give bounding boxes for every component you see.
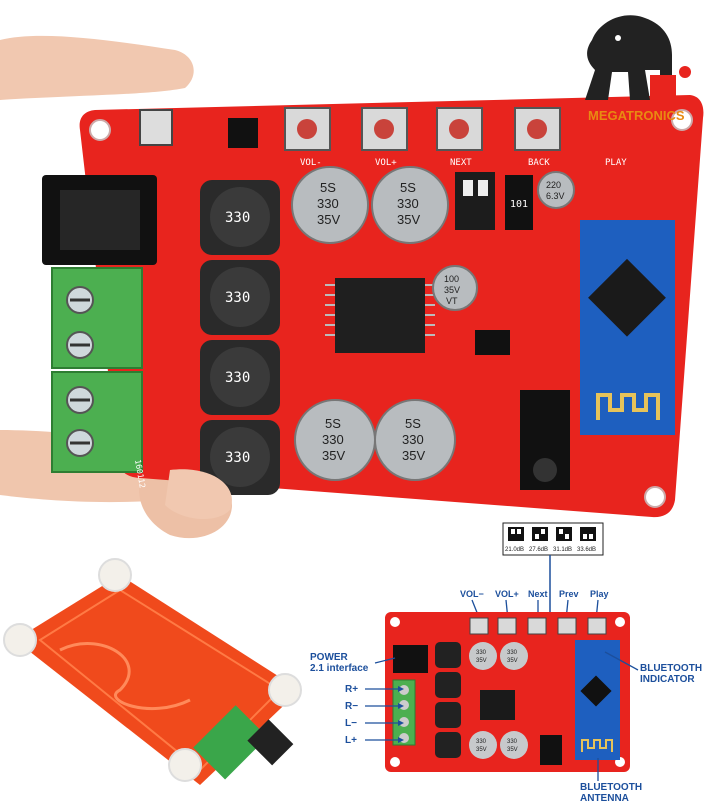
inductor-label-1: 330: [225, 210, 250, 226]
cap-100: [432, 265, 478, 311]
label-l-minus: L−: [345, 718, 357, 729]
electrolytic-capacitors-bottom: 5S 330 35V 5S 330 35V: [294, 399, 456, 481]
megatronics-logo: MEGATRONICS: [585, 15, 691, 123]
cap4-line2: 330: [402, 432, 424, 447]
thumb-tip: [165, 469, 232, 520]
brand-name: MEGATRONICS: [588, 108, 685, 123]
amplifier-ic: [335, 278, 425, 353]
annotated-diagram: 21.0dB 27.6dB 31.1dB 33.6dB VOL− VOL+ Ne…: [310, 522, 702, 804]
dcap4-b: 35V: [507, 747, 518, 753]
label-r-plus: R+: [345, 684, 358, 695]
label-bt-antenna-2: ANTENNA: [580, 793, 629, 804]
board-back-photo: [3, 558, 302, 785]
cap1-line1: 5S: [320, 180, 336, 195]
silk-vol-plus: VOL+: [375, 158, 397, 168]
dcap1-b: 35V: [476, 658, 487, 664]
label-r-minus: R−: [345, 701, 358, 712]
cap3-line3: 35V: [322, 448, 345, 463]
silk-vol-minus: VOL-: [300, 158, 322, 168]
gain-21db: 21.0dB: [505, 547, 524, 553]
cap-220: [537, 171, 575, 209]
label-power: POWER: [310, 652, 349, 663]
cap-100-line2: 35V: [444, 285, 460, 295]
label-bt-antenna-1: BLUETOOTH: [580, 782, 642, 793]
cap2-line3: 35V: [397, 212, 420, 227]
cap2-line1: 5S: [400, 180, 416, 195]
dcap2-a: 330: [507, 650, 518, 656]
dcap3-a: 330: [476, 739, 487, 745]
label-vol-minus: VOL−: [460, 589, 484, 599]
dip-switch: [455, 172, 495, 230]
silk-next: NEXT: [450, 158, 472, 168]
chip-101-label: 101: [510, 199, 528, 210]
cap4-line1: 5S: [405, 416, 421, 431]
inductor-label-2: 330: [225, 290, 250, 306]
cap2-line2: 330: [397, 196, 419, 211]
dcap4-a: 330: [507, 739, 518, 745]
tactile-buttons-row: [284, 107, 561, 151]
dcap1-a: 330: [476, 650, 487, 656]
board-back-pcb: [15, 575, 300, 785]
speaker-terminal-block: [51, 267, 143, 473]
inductor-label-3: 330: [225, 370, 250, 386]
inductor-label-4: 330: [225, 450, 250, 466]
power-switch: [139, 109, 173, 146]
silk-play: PLAY: [605, 158, 627, 168]
label-play: Play: [590, 589, 609, 599]
cap1-line3: 35V: [317, 212, 340, 227]
gain-31db: 31.1dB: [553, 547, 572, 553]
label-bt-indicator-1: BLUETOOTH: [640, 663, 702, 674]
cap-220-line2: 6.3V: [546, 191, 565, 201]
chip-101: [505, 175, 533, 230]
silk-back: BACK: [528, 158, 550, 168]
gain-dip-icons: [508, 527, 596, 541]
dcap2-b: 35V: [507, 658, 518, 664]
gain-33db: 33.6dB: [577, 547, 596, 553]
label-vol-plus: VOL+: [495, 589, 519, 599]
main-board-photo: VOL- VOL+ NEXT BACK PLAY 330 330 330 330…: [0, 35, 704, 539]
diagram-terminal-block: [392, 679, 416, 746]
electrolytic-capacitors-top: 5S 330 35V 5S 330 35V: [291, 166, 449, 244]
label-next: Next: [528, 589, 548, 599]
cap3-line1: 5S: [325, 416, 341, 431]
label-power-sub: 2.1 interface: [310, 663, 369, 674]
label-prev: Prev: [559, 589, 579, 599]
label-bt-indicator-2: INDICATOR: [640, 674, 695, 685]
finger-left-top: [0, 35, 194, 100]
cap1-line2: 330: [317, 196, 339, 211]
cap4-line3: 35V: [402, 448, 425, 463]
gain-27db: 27.6dB: [529, 547, 548, 553]
diagram-power-jack: [393, 645, 428, 673]
back-terminal: [193, 705, 268, 780]
bt-antenna-trace: [596, 393, 660, 420]
dcap3-b: 35V: [476, 747, 487, 753]
inductors: 330 330 330 330: [200, 180, 280, 495]
gorilla-icon: [585, 15, 672, 101]
cap3-line2: 330: [322, 432, 344, 447]
cap-100-line1: 100: [444, 274, 459, 284]
cap-220-line1: 220: [546, 180, 561, 190]
label-l-plus: L+: [345, 735, 357, 746]
cap-100-line3: VT: [446, 296, 458, 306]
